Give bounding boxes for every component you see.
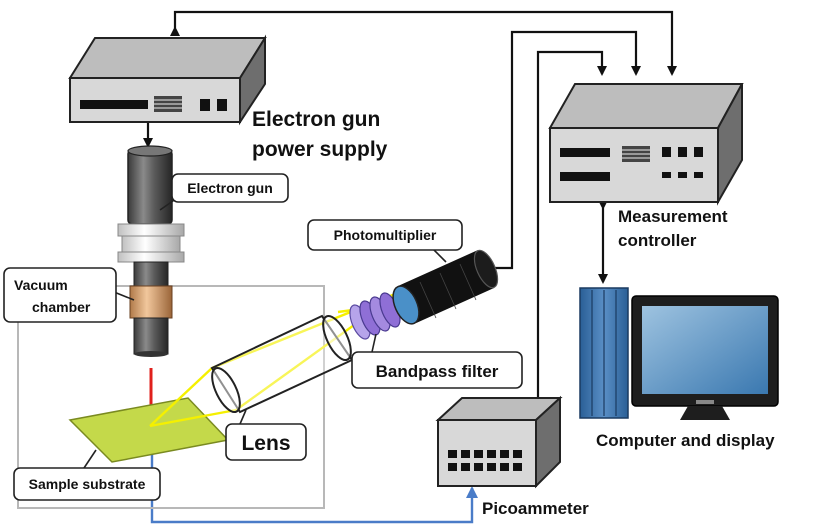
callout-electron-gun: Electron gun	[159, 173, 289, 211]
label-picoammeter: Picoammeter	[482, 499, 589, 518]
callout-photomultiplier: Photomultiplier	[307, 219, 463, 263]
callout-vacuum-chamber: Vacuum chamber	[3, 267, 135, 323]
label-bandpass-filter: Bandpass filter	[376, 362, 499, 381]
label-power-supply-1: Electron gun	[252, 108, 380, 131]
photomultiplier-tube	[392, 249, 499, 325]
label-measurement-controller-1: Measurement	[618, 207, 728, 226]
wire-supply-to-controller	[170, 10, 677, 76]
label-measurement-controller-2: controller	[618, 231, 697, 250]
wire-photomultiplier-to-controller	[492, 30, 641, 270]
label-vacuum-chamber-1: Vacuum	[14, 277, 68, 293]
label-lens: Lens	[241, 432, 290, 455]
callout-sample-substrate: Sample substrate	[13, 449, 161, 501]
controller-box	[548, 83, 744, 206]
bandpass-filter	[349, 292, 401, 340]
label-photomultiplier: Photomultiplier	[334, 227, 437, 243]
label-power-supply-2: power supply	[252, 138, 388, 161]
computer-tower	[579, 287, 629, 419]
label-electron-gun: Electron gun	[187, 180, 273, 196]
power-supply-box	[68, 34, 267, 126]
monitor	[631, 295, 779, 420]
lens-tube	[210, 314, 354, 414]
label-vacuum-chamber-2: chamber	[32, 299, 91, 315]
signal-wires	[143, 10, 677, 400]
wire-picoammeter-to-controller	[536, 50, 607, 400]
electron-gun-column	[117, 145, 185, 357]
picoammeter-box	[435, 395, 563, 489]
label-computer-and-display: Computer and display	[596, 431, 775, 450]
callout-bandpass-filter: Bandpass filter	[351, 333, 523, 389]
callout-lens: Lens	[225, 409, 307, 461]
label-sample-substrate: Sample substrate	[29, 476, 146, 492]
